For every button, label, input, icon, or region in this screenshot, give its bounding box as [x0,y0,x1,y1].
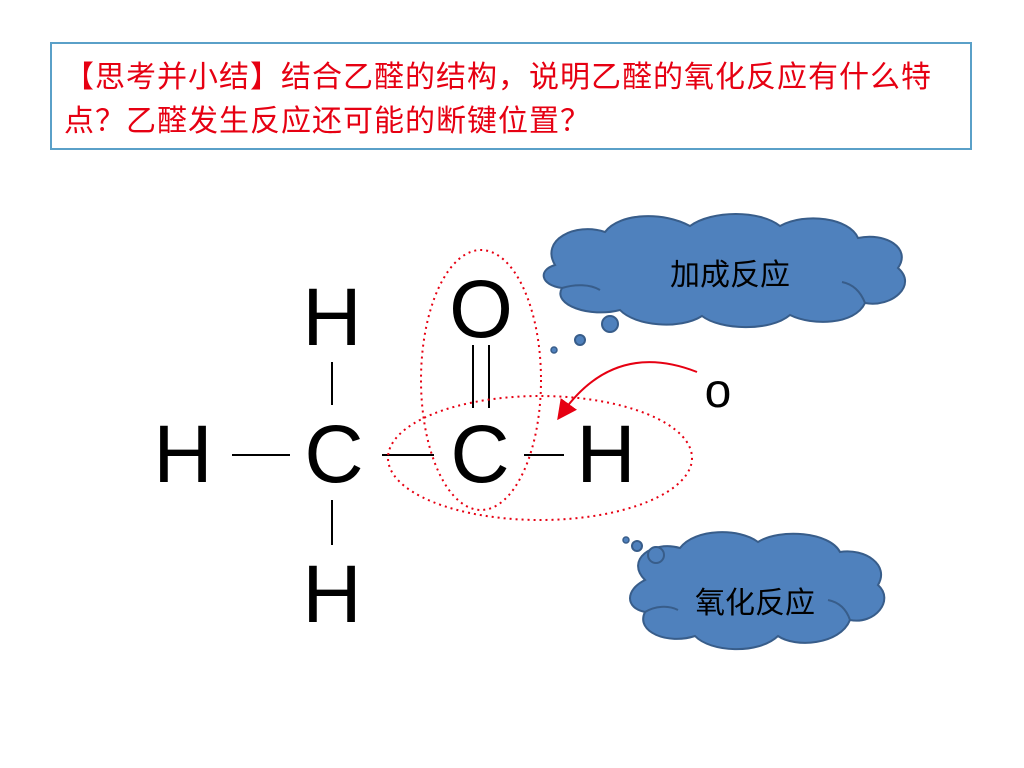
atom-c2: C [450,409,510,500]
addition-reaction-cloud [542,213,906,329]
thought-dot-5 [631,540,643,552]
question-text: 【思考并小结】结合乙醛的结构，说明乙醛的氧化反应有什么特点？乙醛发生反应还可能的… [64,60,932,139]
thought-dot-2 [574,334,586,346]
oxidation-reaction-label: 氧化反应 [695,586,815,621]
oxidation-reaction-cloud [629,531,886,651]
thought-dot-3 [550,346,558,354]
added-oxygen-label: o [704,365,732,418]
atom-h-left: H [153,409,213,500]
addition-reaction-label: 加成反应 [670,258,790,293]
oxygen-insertion-arrow [557,361,698,421]
thought-dot-4 [647,546,665,564]
atom-h-top: H [302,272,362,363]
atom-h-bottom: H [302,549,362,640]
atom-c1: C [304,409,364,500]
thought-dot-6 [622,536,630,544]
atom-o: O [449,264,513,355]
question-box: 【思考并小结】结合乙醛的结构，说明乙醛的氧化反应有什么特点？乙醛发生反应还可能的… [50,42,972,150]
atom-h-right: H [576,409,636,500]
thought-dot-1 [601,315,619,333]
co-bond-highlight-ellipse [420,249,542,511]
ch-bond-highlight-ellipse [387,395,693,521]
